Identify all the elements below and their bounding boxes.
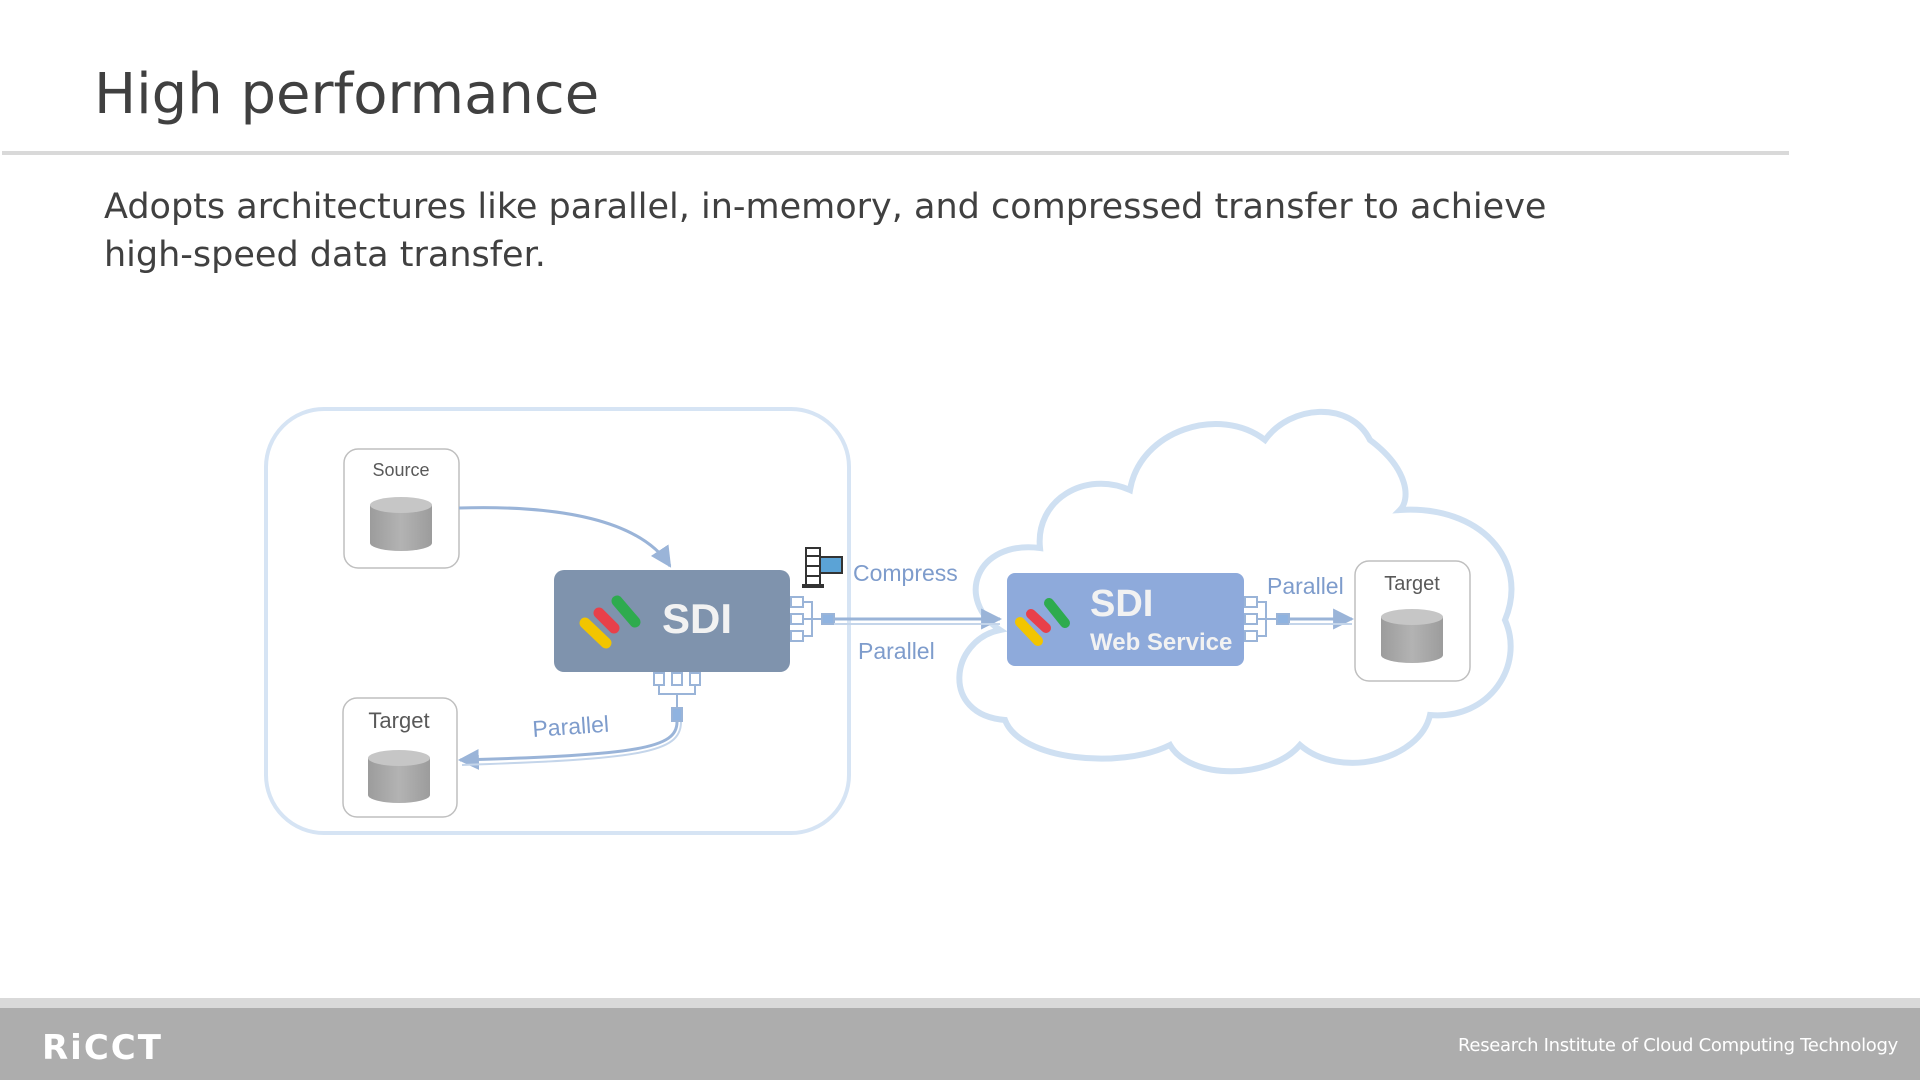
sdi-webservice-sublabel: Web Service: [1090, 629, 1232, 656]
sdi-node: SDI: [554, 570, 790, 672]
local-network-container: [264, 407, 851, 835]
title-divider: [2, 151, 1789, 155]
footer: RiCCT Research Institute of Cloud Comput…: [0, 1008, 1920, 1080]
database-icon: [368, 750, 430, 803]
local-target-label: Target: [368, 708, 429, 733]
webservice-parallel-ports: [1244, 596, 1290, 642]
sdi-label: SDI: [662, 595, 732, 642]
database-icon: [370, 497, 432, 551]
parallel-label-mid: Parallel: [858, 638, 935, 664]
parallel-label-local: Parallel: [532, 711, 610, 742]
sdi-webservice-node: SDI Web Service: [1007, 573, 1244, 666]
compress-label: Compress: [853, 560, 958, 586]
footer-logo: RiCCT: [42, 1028, 163, 1068]
source-to-sdi-arrow: [458, 506, 672, 568]
remote-target-label: Target: [1384, 573, 1440, 595]
sdi-logo-icon: [1015, 598, 1070, 646]
database-icon: [1381, 609, 1443, 663]
page-subtitle: Adopts architectures like parallel, in-m…: [104, 187, 1547, 275]
source-label: Source: [372, 460, 429, 480]
page-title: High performance: [94, 62, 600, 127]
sdi-webservice-label: SDI: [1090, 583, 1153, 625]
parallel-label-remote: Parallel: [1267, 573, 1344, 599]
local-target-node: Target: [342, 697, 458, 818]
cloud-shape: [956, 408, 1515, 775]
remote-target-node: Target: [1354, 560, 1471, 682]
source-node: Source: [343, 448, 460, 569]
sdi-logo-icon: [579, 595, 641, 649]
sdi-parallel-ports-right: [790, 596, 835, 642]
footer-org-name: Research Institute of Cloud Computing Te…: [1458, 1035, 1898, 1056]
compress-icon: [802, 547, 843, 588]
sdi-to-target-arrow: [457, 721, 679, 770]
footer-divider: [0, 998, 1920, 1008]
sdi-parallel-ports-bottom: [653, 672, 701, 722]
